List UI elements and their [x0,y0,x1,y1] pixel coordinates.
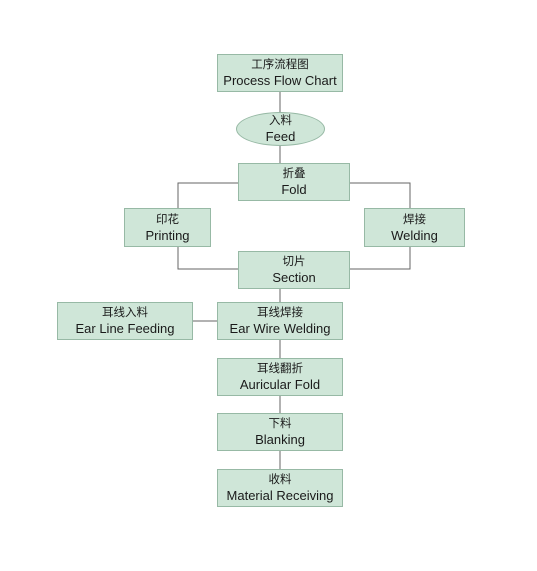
step-ear-wire-welding-zh: 耳线焊接 [257,307,303,319]
connector-fold-printing [177,182,238,208]
step-ear-wire-welding-en: Ear Wire Welding [229,321,331,336]
title-box: 工序流程图 Process Flow Chart [217,54,343,92]
title-en: Process Flow Chart [223,73,337,88]
connector-printing-section [177,247,238,270]
step-material-receiving-en: Material Receiving [226,488,334,503]
step-feed-en: Feed [265,129,296,144]
step-material-receiving-zh: 收料 [268,474,292,486]
step-welding-zh: 焊接 [403,213,426,226]
step-fold-en: Fold [281,182,307,197]
step-welding: 焊接 Welding [364,208,465,247]
step-printing: 印花 Printing [124,208,211,247]
step-blanking: 下料 Blanking [217,413,343,451]
step-feed: 入料 Feed [236,112,325,146]
step-auricular-fold-en: Auricular Fold [239,377,321,392]
step-ear-line-feeding-zh: 耳线入料 [102,307,148,319]
title-zh: 工序流程图 [251,59,309,71]
step-blanking-en: Blanking [255,432,305,447]
step-fold-zh: 折叠 [282,168,306,180]
step-welding-en: Welding [391,227,438,243]
step-fold: 折叠 Fold [238,163,350,201]
step-feed-zh: 入料 [269,115,292,127]
step-section-zh: 切片 [282,256,306,268]
step-ear-line-feeding: 耳线入料 Ear Line Feeding [57,302,193,340]
step-material-receiving: 收料 Material Receiving [217,469,343,507]
step-blanking-zh: 下料 [268,418,292,430]
step-auricular-fold: 耳线翻折 Auricular Fold [217,358,343,396]
step-ear-line-feeding-en: Ear Line Feeding [75,321,175,336]
step-printing-zh: 印花 [156,213,179,226]
connector-welding-section [350,247,411,270]
step-section-en: Section [272,270,316,285]
step-ear-wire-welding: 耳线焊接 Ear Wire Welding [217,302,343,340]
connector-fold-welding [350,182,411,208]
step-section: 切片 Section [238,251,350,289]
step-auricular-fold-zh: 耳线翻折 [257,363,303,375]
step-printing-en: Printing [145,227,190,243]
